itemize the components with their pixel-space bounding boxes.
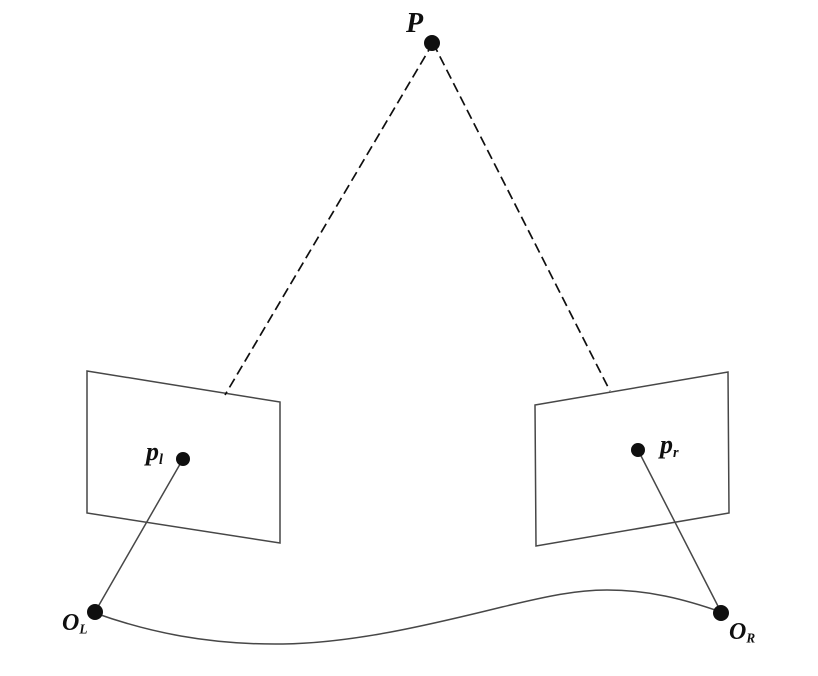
label-left-projection-pl: pl	[146, 437, 163, 468]
baseline-curve-OL-OR	[94, 589, 722, 645]
point-P-dot	[424, 35, 440, 51]
label-right-camera-center-OR: OR	[729, 620, 755, 645]
label-subscript: l	[159, 452, 163, 468]
label-world-point-P: P	[406, 10, 423, 40]
label-right-projection-pr: pr	[660, 430, 679, 461]
point-OL-dot	[87, 604, 103, 620]
point-pl-dot	[176, 452, 190, 466]
left-image-plane	[86, 370, 281, 544]
ray-P-to-left-plane	[224, 42, 434, 396]
point-pr-dot	[631, 443, 645, 457]
label-text: O	[729, 619, 747, 645]
point-OR-dot	[713, 605, 729, 621]
label-text: P	[406, 8, 424, 39]
label-subscript: r	[673, 445, 679, 461]
label-subscript: R	[746, 630, 756, 646]
ray-P-to-right-plane	[432, 42, 611, 392]
label-text: p	[660, 430, 673, 459]
label-text: p	[146, 437, 159, 466]
label-text: O	[62, 610, 80, 636]
label-left-camera-center-OL: OL	[62, 611, 87, 636]
ray-pr-to-OR	[637, 449, 722, 613]
label-subscript: L	[79, 621, 88, 637]
right-image-plane	[534, 371, 730, 547]
ray-pl-to-OL	[94, 458, 184, 613]
